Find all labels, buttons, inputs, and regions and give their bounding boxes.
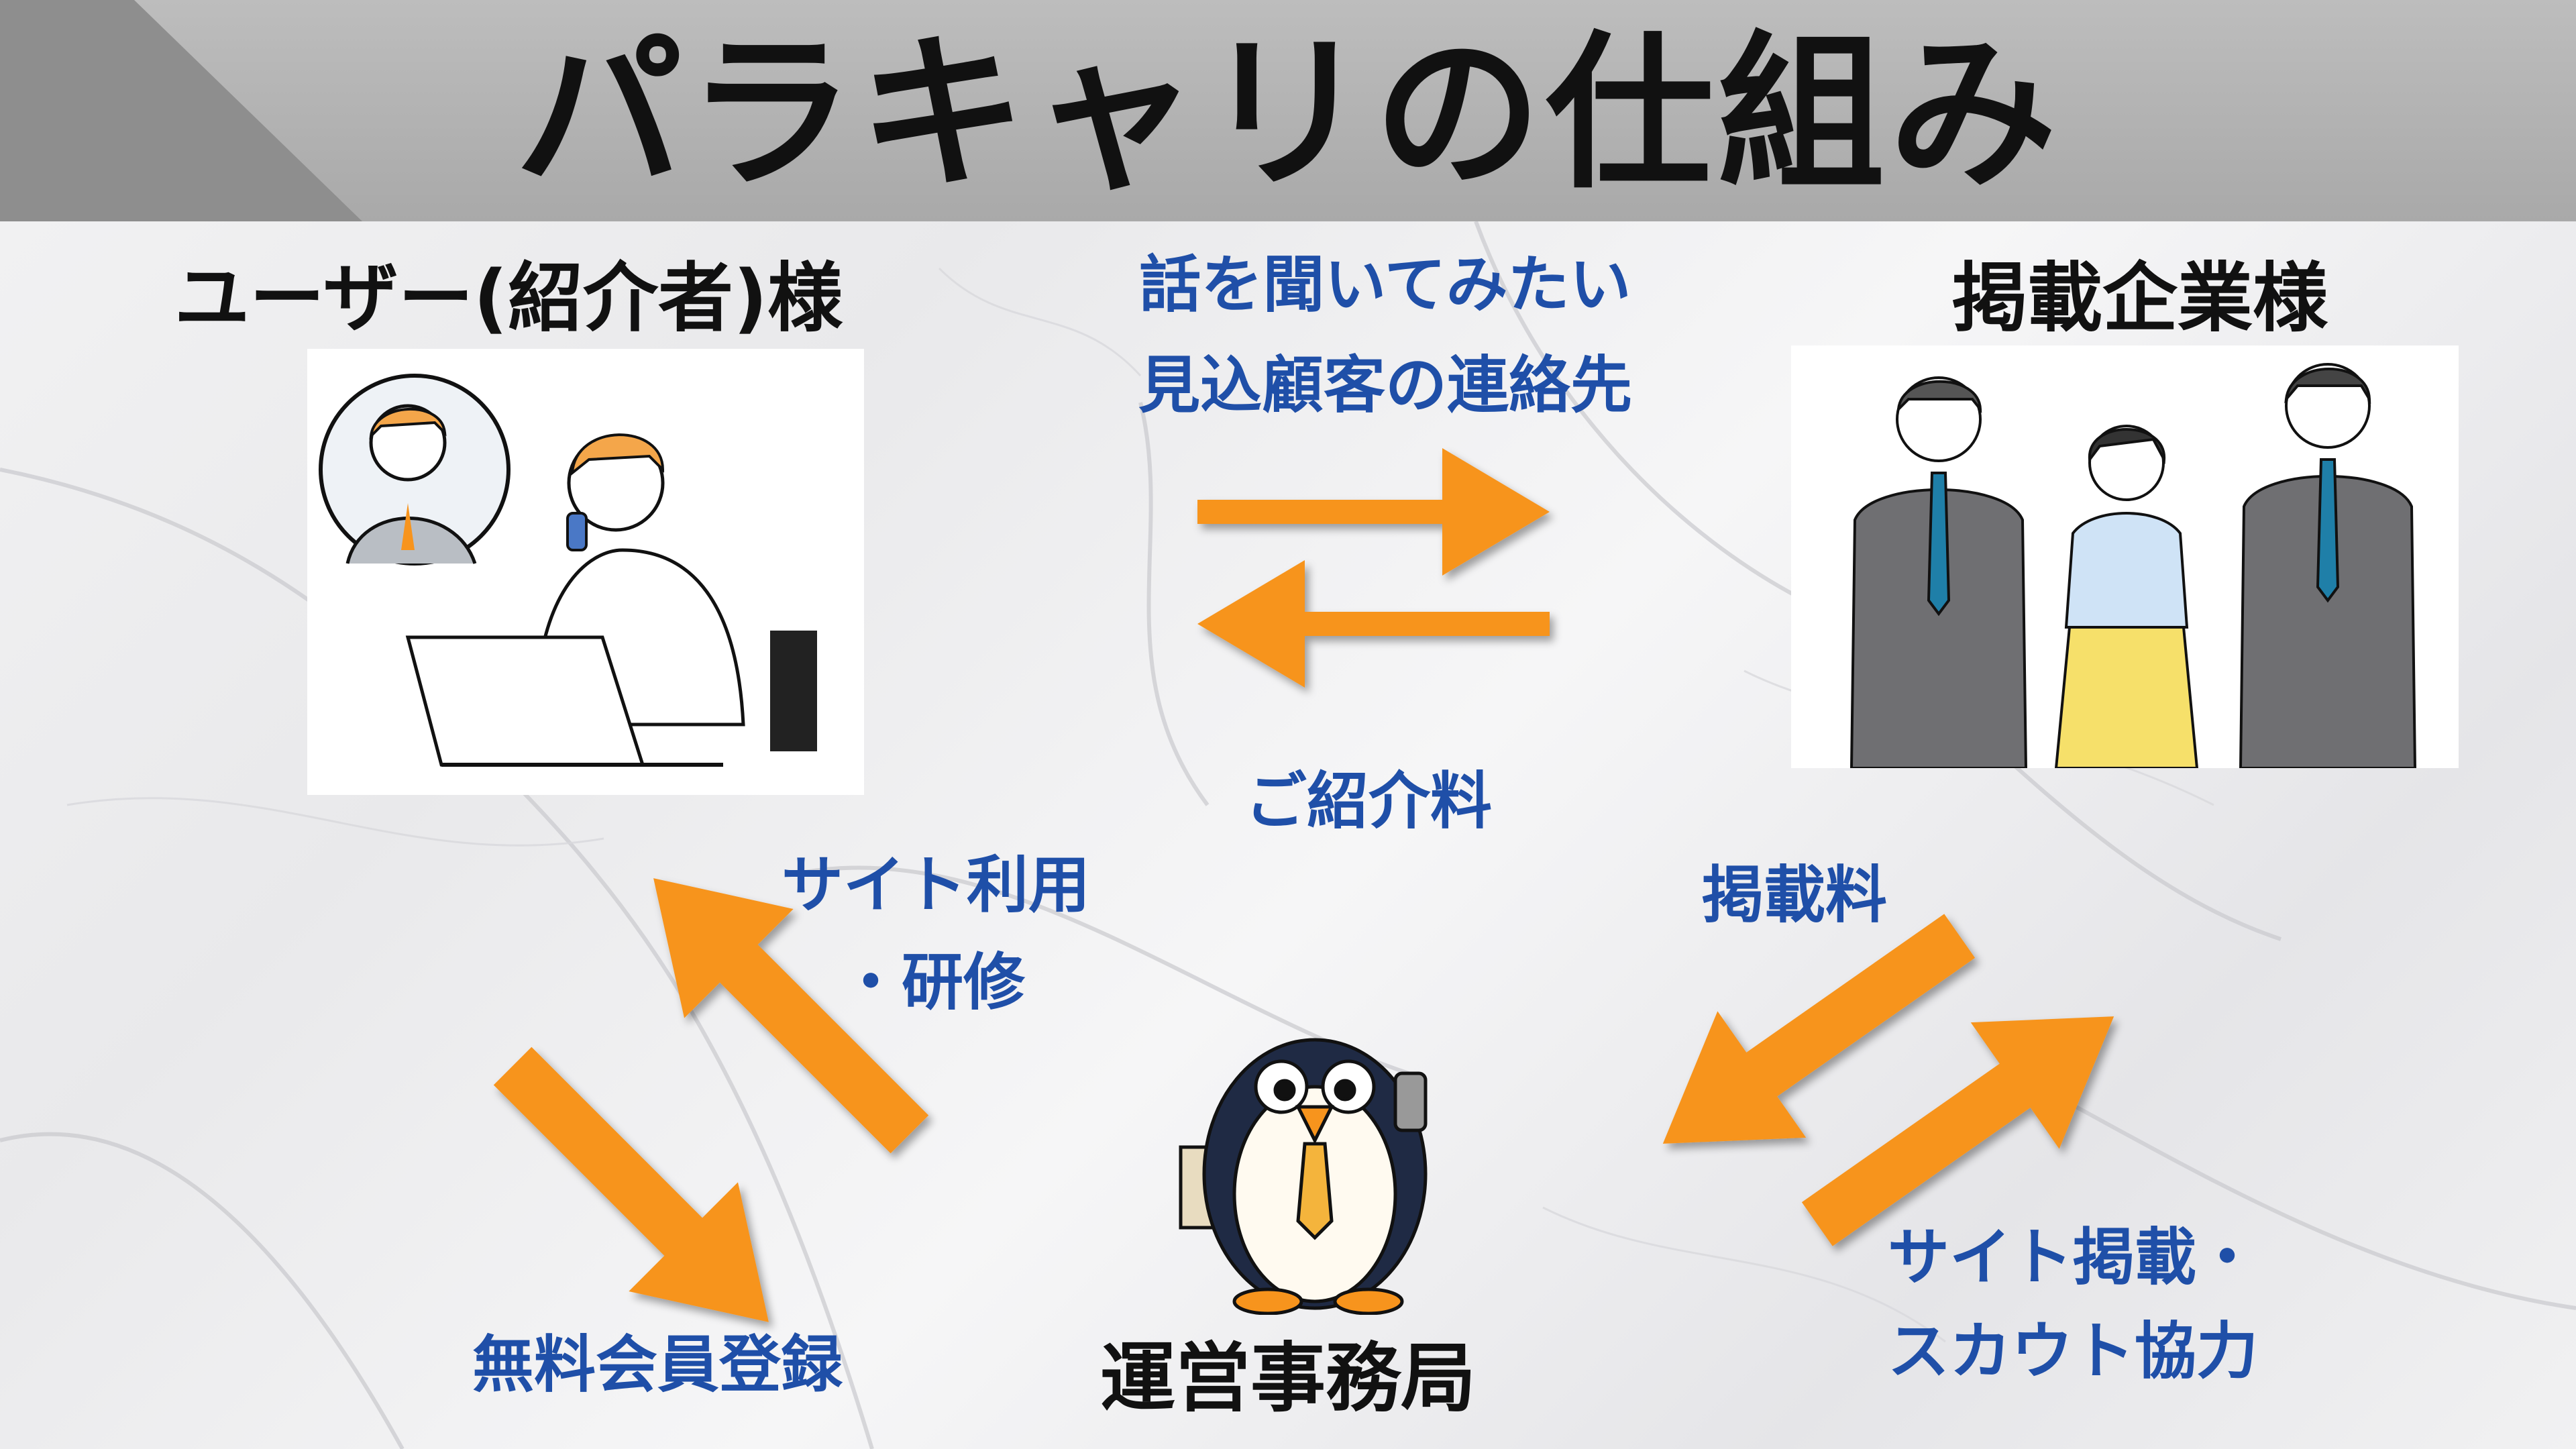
header-band — [0, 0, 2576, 221]
header-corner-triangle — [0, 0, 362, 221]
edge-label-company-to-user: ご紹介料 — [1244, 765, 1492, 837]
arrow-office-to-user — [653, 878, 929, 1154]
arrow-company-to-office — [1662, 914, 1976, 1144]
arrow-user-to-company — [1197, 448, 1550, 576]
user-label: ユーザー(紹介者)様 — [174, 255, 843, 342]
business-people-icon — [1849, 363, 2417, 769]
user-illustration — [307, 349, 864, 795]
company-illustration — [1791, 345, 2459, 769]
edge-label-user-to-office: 無料会員登録 — [472, 1329, 843, 1401]
person-on-phone-icon — [319, 374, 817, 767]
edge-label-office-to-company-1: サイト掲載・ — [1887, 1222, 2258, 1293]
office-label: 運営事務局 — [1100, 1335, 1476, 1422]
edge-label-user-to-company-2: 見込顧客の連絡先 — [1138, 350, 1632, 421]
edge-label-office-to-company-2: スカウト協力 — [1887, 1316, 2258, 1387]
edge-label-user-to-company-1: 話を聞いてみたい — [1139, 249, 1631, 321]
edge-label-company-to-office: 掲載料 — [1701, 859, 1887, 931]
edge-label-office-to-user-1: サイト利用 — [781, 849, 1090, 921]
arrow-company-to-user — [1197, 560, 1550, 688]
company-label: 掲載企業様 — [1952, 255, 2328, 342]
penguin-mascot-icon — [1179, 1038, 1428, 1315]
arrow-user-to-office — [493, 1046, 769, 1322]
page-title: パラキャリの仕組み — [515, 16, 2061, 211]
edge-label-office-to-user-2: ・研修 — [839, 947, 1025, 1018]
arrow-office-to-company — [1801, 1016, 2114, 1246]
